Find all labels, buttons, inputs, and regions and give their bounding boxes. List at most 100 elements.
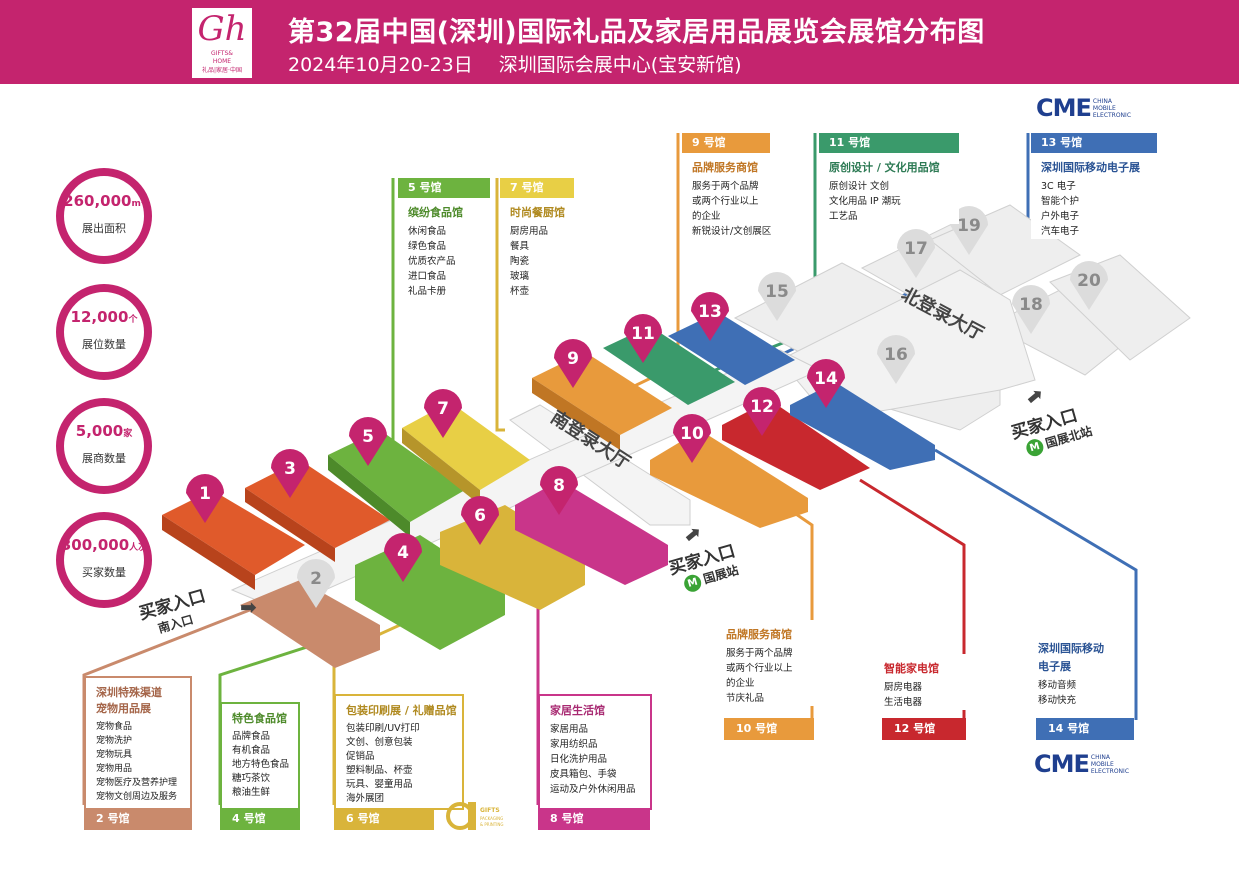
hall-pin-8[interactable]: 8 xyxy=(540,466,578,515)
card-hall8-tag: 8 号馆 xyxy=(538,808,650,830)
south-entrance-arrow-icon: ➡ xyxy=(240,595,257,619)
card-hall2-item: 宠物医疗及营养护理 xyxy=(96,778,178,788)
card-hall5: 5 号馆 缤纷食品馆 休闲食品 绿色食品 优质农产品 进口食品 礼品卡册 xyxy=(398,178,490,299)
card-hall6-title: 包装印刷展 / 礼赠品馆 xyxy=(346,704,457,717)
hall-pin-19[interactable]: 19 xyxy=(950,206,988,255)
card-hall11-item: 工艺品 xyxy=(829,211,858,222)
hall-pin-label: 7 xyxy=(437,399,449,419)
hall-8-block xyxy=(515,480,668,585)
hall-pin-10[interactable]: 10 xyxy=(673,414,711,463)
hall-pin-13[interactable]: 13 xyxy=(691,292,729,341)
card-hall11-item: 原创设计 文创 xyxy=(829,181,890,192)
cme-line-2: MOBILE xyxy=(1092,104,1116,112)
card-hall4-item: 地方特色食品 xyxy=(232,759,290,770)
card-hall8-item: 日化洗护用品 xyxy=(550,754,608,765)
hall-pin-3[interactable]: 3 xyxy=(271,449,309,498)
map-pin-icon xyxy=(624,314,662,363)
card-hall11: 11 号馆 原创设计 / 文化用品馆 原创设计 文创 文化用品 IP 潮玩 工艺… xyxy=(819,133,959,224)
map-pin-icon xyxy=(807,359,845,408)
map-pin-icon xyxy=(384,533,422,582)
card-hall7-head: 7 号馆 xyxy=(500,178,574,198)
hall-9-side xyxy=(532,378,620,450)
leader-hall14 xyxy=(934,448,1138,720)
gifts-packaging-logo-icon: GIFTS PACKAGING & PRINTING xyxy=(446,802,503,830)
card-hall2-item: 宠物文创周边及服务 xyxy=(96,792,178,802)
card-hall13-item: 汽车电子 xyxy=(1041,226,1080,237)
hall-pin-9[interactable]: 9 xyxy=(554,339,592,388)
map-pin-icon xyxy=(673,414,711,463)
hall-pin-label: 20 xyxy=(1077,271,1101,291)
hall-pin-20[interactable]: 20 xyxy=(1070,261,1108,310)
stat-area: 260,000m² 展出面积 xyxy=(56,168,152,264)
card-hall7-item: 玻璃 xyxy=(510,271,530,282)
hall-pin-label: 11 xyxy=(631,324,655,344)
card-hall7: 7 号馆 时尚餐厨馆 厨房用品 餐具 陶瓷 玻璃 杯壶 xyxy=(500,178,574,299)
hall-pin-label: 5 xyxy=(362,427,374,447)
hall-pin-label: 14 xyxy=(814,369,838,389)
card-hall10-item: 的企业 xyxy=(726,678,755,689)
card-hall13-item: 智能个护 xyxy=(1041,196,1080,207)
hall-pin-4[interactable]: 4 xyxy=(384,533,422,582)
stat-buyers-value: 300,000 xyxy=(60,536,130,554)
map-pin-icon xyxy=(1070,261,1108,310)
hall-pin-11[interactable]: 11 xyxy=(624,314,662,363)
card-hall2-tag: 2 号馆 xyxy=(84,808,192,830)
stat-booths: 12,000个 展位数量 xyxy=(56,284,152,380)
card-hall14-item: 移动音频 xyxy=(1038,680,1077,691)
stat-booths-value: 12,000 xyxy=(70,308,129,326)
stat-exhibitors: 5,000家 展商数量 xyxy=(56,398,152,494)
stat-exhibitors-label: 展商数量 xyxy=(82,452,126,465)
card-hall10-title: 品牌服务商馆 xyxy=(726,628,792,641)
cme-logo-mark: CME xyxy=(1036,94,1092,122)
card-hall7-item: 餐具 xyxy=(510,241,530,252)
hall-3-side xyxy=(245,488,335,562)
hall-pin-1[interactable]: 1 xyxy=(186,474,224,523)
card-hall5-item: 休闲食品 xyxy=(408,226,447,237)
hall-pin-16[interactable]: 16 xyxy=(877,335,915,384)
cme-line-3: ELECTRONIC xyxy=(1092,111,1132,119)
stat-booths-unit: 个 xyxy=(128,315,138,325)
card-hall10-item: 或两个行业以上 xyxy=(726,663,793,674)
card-hall14-item: 移动快充 xyxy=(1038,695,1077,706)
card-hall12-title: 智能家电馆 xyxy=(884,662,939,675)
hall-pin-7[interactable]: 7 xyxy=(424,389,462,438)
card-hall2-item: 宠物洗护 xyxy=(96,736,133,746)
gp-line-2: PACKAGING xyxy=(480,816,503,821)
card-hall14: 深圳国际移动 电子展 移动音频 移动快充 xyxy=(1028,634,1132,708)
map-pin-icon xyxy=(877,335,915,384)
map-pin-icon xyxy=(758,272,796,321)
hall-7-side xyxy=(402,428,480,505)
page-subtitle: 2024年10月20-23日深圳国际会展中心(宝安新馆) xyxy=(288,50,742,77)
stat-buyers: 300,000人次 买家数量 xyxy=(56,512,152,608)
stat-exhibitors-value: 5,000 xyxy=(75,422,124,440)
map-pin-icon xyxy=(1012,285,1050,334)
card-hall10-item: 节庆礼品 xyxy=(726,693,765,704)
hall-pin-12[interactable]: 12 xyxy=(743,387,781,436)
card-hall13-item: 户外电子 xyxy=(1041,211,1080,222)
stat-area-value: 260,000 xyxy=(63,192,132,210)
map-pin-icon xyxy=(897,229,935,278)
cme-line-2: MOBILE xyxy=(1090,760,1114,768)
hall-pin-14[interactable]: 14 xyxy=(807,359,845,408)
hall-pin-label: 15 xyxy=(765,282,789,302)
card-hall4-item: 粮油生鲜 xyxy=(232,787,271,798)
card-hall7-item: 杯壶 xyxy=(510,286,530,297)
leader-hall7 xyxy=(495,178,505,432)
hall-pin-18[interactable]: 18 xyxy=(1012,285,1050,334)
hall-pin-label: 9 xyxy=(567,349,579,369)
card-hall5-head: 5 号馆 xyxy=(398,178,490,198)
card-hall4: 特色食品馆 品牌食品 有机食品 地方特色食品 糖巧茶饮 粮油生鲜 xyxy=(220,702,300,810)
gp-line-3: & PRINTING xyxy=(480,822,503,827)
card-hall6-item: 促销品 xyxy=(346,751,375,762)
hall-pin-15[interactable]: 15 xyxy=(758,272,796,321)
hall-pin-6[interactable]: 6 xyxy=(461,496,499,545)
hall-13-block xyxy=(668,312,795,385)
hall-pin-5[interactable]: 5 xyxy=(349,417,387,466)
hall-pin-17[interactable]: 17 xyxy=(897,229,935,278)
card-hall9-item: 或两个行业以上 xyxy=(692,196,759,207)
card-hall9-title: 品牌服务商馆 xyxy=(692,161,758,174)
logo-line-2: HOME xyxy=(212,58,232,65)
card-hall5-title: 缤纷食品馆 xyxy=(408,206,463,219)
hall-pin-2[interactable]: 2 xyxy=(297,558,335,608)
